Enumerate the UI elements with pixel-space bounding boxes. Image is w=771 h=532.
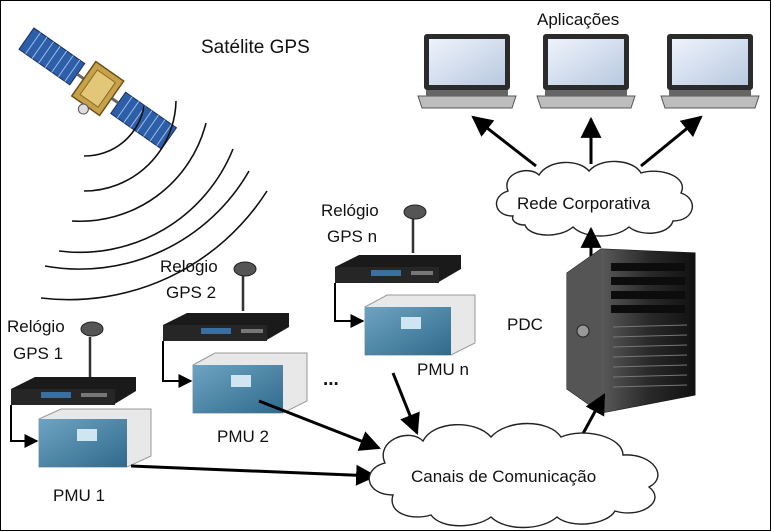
clock-n-to-pmu-n-link xyxy=(334,283,365,328)
gps-clock-n-device xyxy=(335,204,461,283)
gps-satellite-icon xyxy=(18,27,178,150)
pmu-n-label: PMU n xyxy=(417,360,469,379)
pmu-1-to-channels-arrow xyxy=(130,464,378,486)
gps-clock-2-label-line2: GPS 2 xyxy=(166,283,216,302)
network-to-applications-arrows xyxy=(471,115,703,168)
clock-1-to-pmu-1-link xyxy=(10,405,39,448)
pmu-2-device xyxy=(192,352,308,414)
gps-clock-2-label-line1: Relogio xyxy=(160,257,218,276)
application-laptop-icon xyxy=(660,34,760,109)
satellite-signal-waves xyxy=(40,100,268,301)
gps-clock-1-device xyxy=(11,321,136,405)
gps-clock-n-label-line2: GPS n xyxy=(327,227,377,246)
application-laptop-icon xyxy=(536,34,636,109)
application-laptop-icon xyxy=(417,34,517,109)
gps-clock-1-label-line1: Relógio xyxy=(7,317,65,336)
gps-clock-2-device xyxy=(163,261,289,341)
gps-clock-n-label-line1: Relógio xyxy=(321,201,379,220)
pmu-1-label: PMU 1 xyxy=(53,486,105,505)
corporate-network-label: Rede Corporativa xyxy=(517,194,651,213)
communication-channels-cloud: Canais de Comunicação xyxy=(368,422,659,529)
satellite-label: Satélite GPS xyxy=(201,37,310,58)
more-stations-ellipsis: ... xyxy=(323,369,339,390)
pmu-2-label: PMU 2 xyxy=(217,427,269,446)
pmu-n-to-channels-arrow xyxy=(391,372,420,435)
corporate-network-cloud: Rede Corporativa xyxy=(495,160,693,237)
pmu-n-device xyxy=(364,294,476,356)
pdc-server-icon xyxy=(566,248,696,414)
applications-label: Aplicações xyxy=(537,10,619,29)
clock-2-to-pmu-2-link xyxy=(162,341,193,388)
pdc-label: PDC xyxy=(507,315,543,334)
communication-channels-label: Canais de Comunicação xyxy=(411,467,596,486)
pmu-1-device xyxy=(38,408,152,468)
gps-clock-1-label-line2: GPS 1 xyxy=(13,344,63,363)
pmu-2-to-channels-arrow xyxy=(258,399,381,451)
